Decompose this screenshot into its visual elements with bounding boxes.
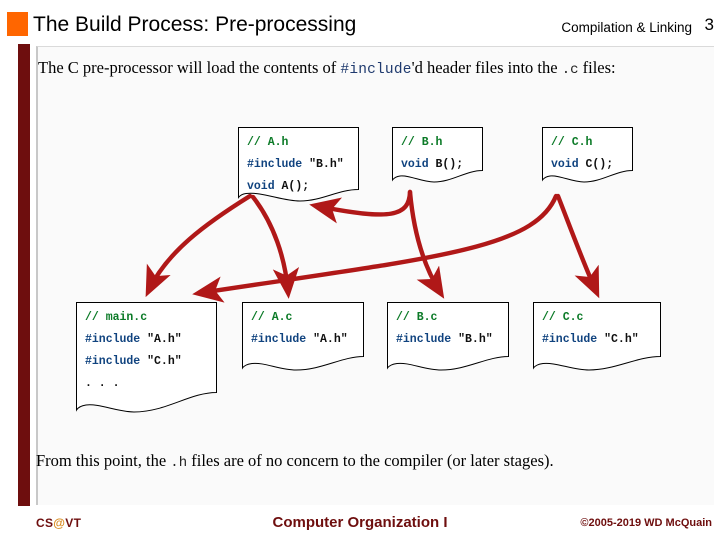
outro-part1: From this point, the [36,451,171,470]
file-card-b-h: // B.h void B(); [392,127,483,185]
code-line: // C.h [551,136,593,149]
intro-part1: The C pre-processor will load the conten… [38,58,341,77]
file-card-b-c-code: // B.c #include "B.h" [396,307,493,351]
file-card-b-h-code: // B.h void B(); [401,132,463,176]
footer-course-title: Computer Organization I [272,514,448,531]
code-line: #include "C.h" [85,355,182,368]
file-card-a-c: // A.c #include "A.h" [242,302,364,372]
code-line: #include "A.h" [85,333,182,346]
code-line: #include "B.h" [396,333,493,346]
file-card-c-h-code: // C.h void C(); [551,132,613,176]
file-card-main-c-code: // main.c #include "A.h" #include "C.h" … [85,307,182,395]
code-line: // A.h [247,136,289,149]
file-card-a-h-code: // A.h #include "B.h" void A(); [247,132,344,198]
file-card-b-c: // B.c #include "B.h" [387,302,509,372]
outro-part2: files are of no concern to the compiler … [187,451,554,470]
page-title: The Build Process: Pre-processing [33,13,357,36]
orange-accent-square [7,12,28,36]
at-icon: @ [53,516,66,530]
footer-brand: CS@VT [36,516,81,530]
intro-part3: files: [578,58,616,77]
code-line: // C.c [542,311,584,324]
code-line: . . . [85,377,120,390]
code-line: void A(); [247,180,310,193]
intro-code-include: #include [340,62,412,78]
file-card-a-c-code: // A.c #include "A.h" [251,307,348,351]
code-line: void C(); [551,158,614,171]
outro-paragraph: From this point, the .h files are of no … [36,451,554,471]
file-card-main-c: // main.c #include "A.h" #include "C.h" … [76,302,217,414]
footer-brand-cs: CS [36,516,54,530]
code-line: // B.c [396,311,438,324]
code-line: // B.h [401,136,443,149]
outro-code-hfiles: .h [170,455,188,471]
code-line: #include "B.h" [247,158,344,171]
file-card-a-h: // A.h #include "B.h" void A(); [238,127,359,205]
slide-number: 3 [704,15,714,34]
content-panel [36,46,714,505]
file-card-c-h: // C.h void C(); [542,127,633,185]
file-card-c-c-code: // C.c #include "C.h" [542,307,639,351]
intro-paragraph: The C pre-processor will load the conten… [38,58,616,78]
code-line: void B(); [401,158,464,171]
code-line: // main.c [85,311,148,324]
section-label: Compilation & Linking [561,20,692,35]
code-line: #include "A.h" [251,333,348,346]
code-line: // A.c [251,311,293,324]
footer-copyright: ©2005-2019 WD McQuain [580,517,712,529]
footer-brand-vt: VT [65,516,82,530]
left-accent-bar [18,44,30,506]
intro-code-cfiles: .c [561,62,579,78]
file-card-c-c: // C.c #include "C.h" [533,302,661,372]
intro-part2: 'd header files into the [411,58,562,77]
code-line: #include "C.h" [542,333,639,346]
